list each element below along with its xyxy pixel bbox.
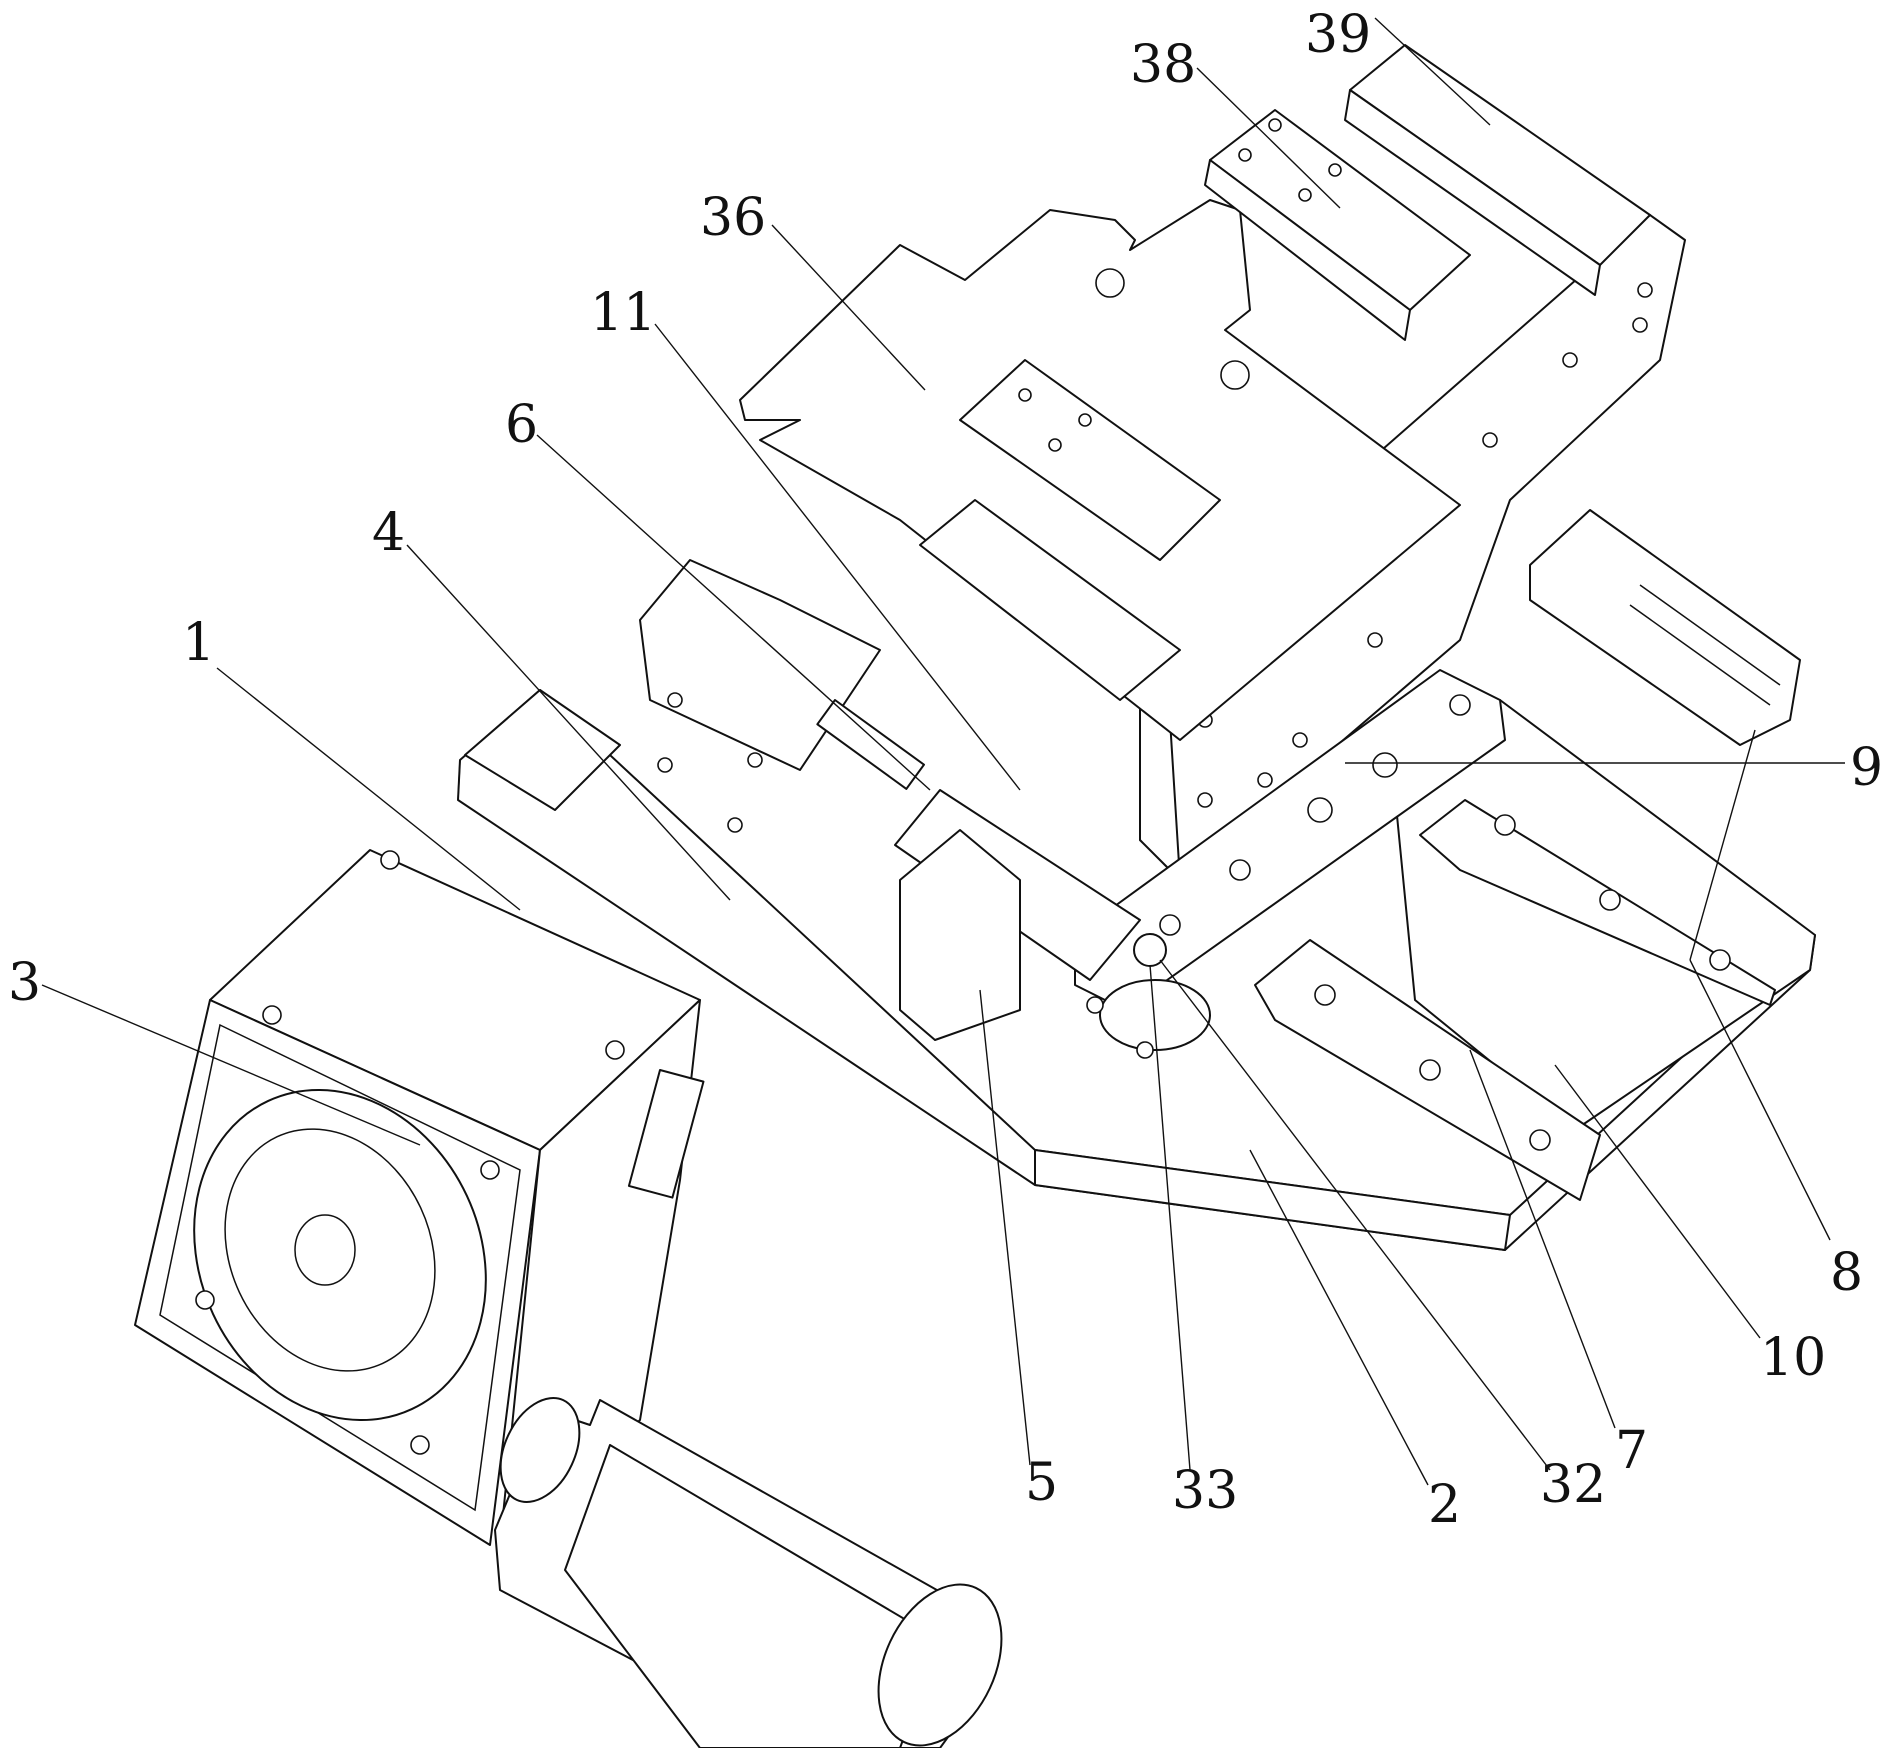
leader-5 [980, 990, 1030, 1465]
label-11: 11 [590, 283, 656, 343]
label-5: 5 [1025, 1453, 1058, 1513]
label-3: 3 [8, 953, 41, 1013]
label-4: 4 [372, 503, 405, 563]
label-6: 6 [505, 395, 538, 455]
label-33: 33 [1172, 1461, 1238, 1521]
label-38: 38 [1130, 35, 1196, 95]
label-10: 10 [1760, 1328, 1826, 1388]
label-9: 9 [1850, 738, 1883, 798]
label-1: 1 [182, 613, 215, 673]
label-32: 32 [1540, 1455, 1606, 1515]
cylinder [1530, 510, 1800, 745]
label-8: 8 [1830, 1243, 1863, 1303]
label-2: 2 [1428, 1475, 1461, 1535]
label-7: 7 [1615, 1421, 1648, 1481]
label-39: 39 [1305, 5, 1371, 65]
label-36: 36 [700, 188, 766, 248]
